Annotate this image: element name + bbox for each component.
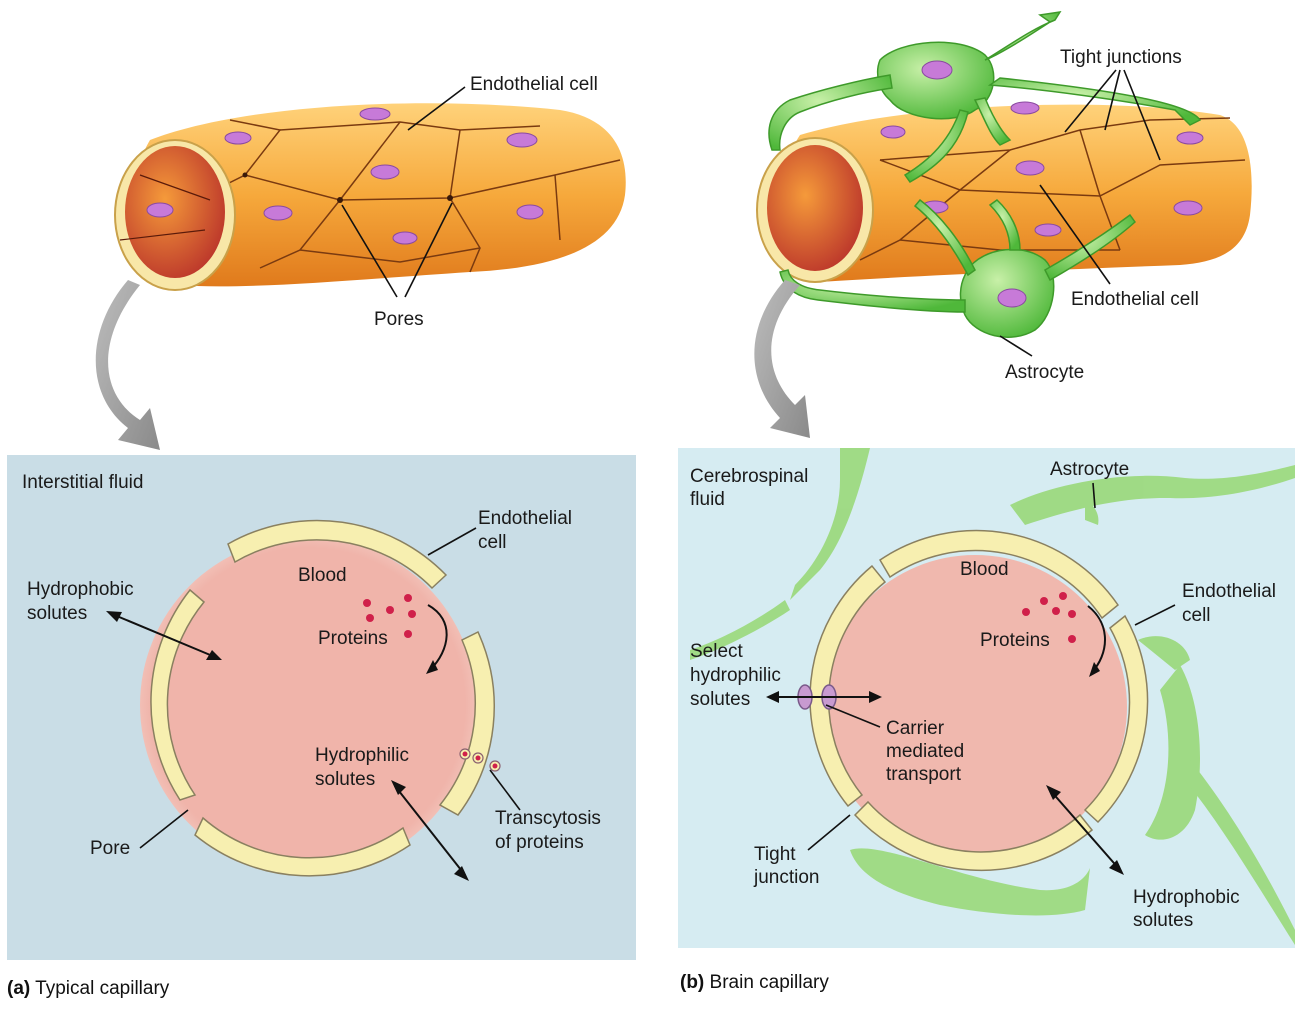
brain-capillary-tube: [756, 11, 1252, 338]
typical-capillary-tube: [114, 103, 626, 291]
zoom-arrow-b: [754, 280, 810, 438]
label-csf-line2: fluid: [690, 489, 725, 510]
nucleus: [370, 164, 400, 180]
label-select-line2: hydrophilic: [690, 665, 781, 686]
hydrophobic-arrow-a: [111, 613, 216, 658]
nucleus: [921, 60, 953, 80]
nucleus: [1176, 131, 1204, 145]
label-select-line1: Select: [690, 641, 744, 662]
label-astrocyte-panel-b: Astrocyte: [1050, 459, 1129, 480]
hydrophilic-arrow-a: [394, 785, 466, 876]
astrocyte-processes-b: [690, 448, 1295, 945]
label-hydrophobic-a-line1: Hydrophobic: [27, 579, 134, 600]
astrocyte-upper: [768, 11, 1202, 183]
nucleus: [392, 231, 418, 245]
label-proteins-b: Proteins: [980, 630, 1050, 651]
nucleus: [1173, 200, 1203, 216]
label-endothelial-a-line2: cell: [478, 532, 507, 553]
label-endothelial-cell-b: Endothelial cell: [1071, 289, 1199, 310]
nucleus: [516, 204, 544, 220]
panel-b: [678, 448, 1295, 948]
label-interstitial-fluid: Interstitial fluid: [22, 472, 143, 493]
proteins-b: [1022, 592, 1076, 643]
protein-curve-arrow-a: [427, 604, 448, 671]
label-endothelial-b-line1: Endothelial: [1182, 581, 1276, 602]
proteins-a: [363, 594, 416, 638]
blood-b: [823, 555, 1127, 859]
nucleus: [146, 202, 174, 218]
label-hydrophobic-b-line2: solutes: [1133, 910, 1193, 931]
panel-a: [7, 455, 636, 960]
nucleus: [880, 125, 906, 139]
zoom-arrow-a: [95, 280, 160, 450]
nucleus: [997, 288, 1027, 308]
label-csf-line1: Cerebrospinal: [690, 466, 808, 487]
nucleus: [359, 107, 391, 121]
nucleus: [263, 205, 293, 221]
label-pores: Pores: [374, 309, 424, 330]
label-tight-junctions: Tight junctions: [1060, 47, 1182, 68]
label-endothelial-b-line2: cell: [1182, 605, 1211, 626]
label-pore: Pore: [90, 838, 130, 859]
label-tight-junction-line2: junction: [753, 867, 820, 888]
blood-a: [140, 537, 476, 873]
caption-b: (b) Brain capillary: [680, 972, 829, 993]
label-hydrophilic-a-line2: solutes: [315, 769, 375, 790]
nucleus: [1010, 101, 1040, 115]
label-hydrophilic-a-line1: Hydrophilic: [315, 745, 409, 766]
label-select-line3: solutes: [690, 689, 750, 710]
label-astrocyte-b: Astrocyte: [1005, 362, 1084, 383]
label-blood-a: Blood: [298, 565, 347, 586]
label-endothelial-cell-a: Endothelial cell: [470, 74, 598, 95]
caption-b-letter: (b): [680, 972, 704, 993]
label-blood-b: Blood: [960, 559, 1009, 580]
nucleus: [1015, 160, 1045, 176]
label-proteins-a: Proteins: [318, 628, 388, 649]
nucleus: [224, 131, 252, 145]
label-tight-junction-line1: Tight: [754, 844, 796, 865]
caption-a: (a) Typical capillary: [7, 978, 170, 999]
nucleus: [1034, 223, 1062, 237]
caption-a-letter: (a): [7, 978, 30, 999]
endothelial-segments-a: [150, 519, 495, 877]
label-carrier-line2: mediated: [886, 741, 964, 762]
label-carrier-line3: transport: [886, 764, 962, 785]
endothelial-ring-b: [809, 529, 1149, 872]
label-hydrophobic-b-line1: Hydrophobic: [1133, 887, 1240, 908]
lumen: [767, 145, 863, 271]
caption-b-text: Brain capillary: [704, 972, 829, 993]
lumen: [125, 146, 225, 278]
label-hydrophobic-a-line2: solutes: [27, 603, 87, 624]
label-carrier-line1: Carrier: [886, 718, 945, 739]
hydrophobic-arrow-b: [1049, 789, 1121, 871]
caption-a-text: Typical capillary: [30, 978, 170, 999]
label-transcytosis-line2: of proteins: [495, 832, 584, 853]
label-endothelial-a-line1: Endothelial: [478, 508, 572, 529]
label-transcytosis-line1: Transcytosis: [495, 808, 601, 829]
nucleus: [506, 132, 538, 148]
